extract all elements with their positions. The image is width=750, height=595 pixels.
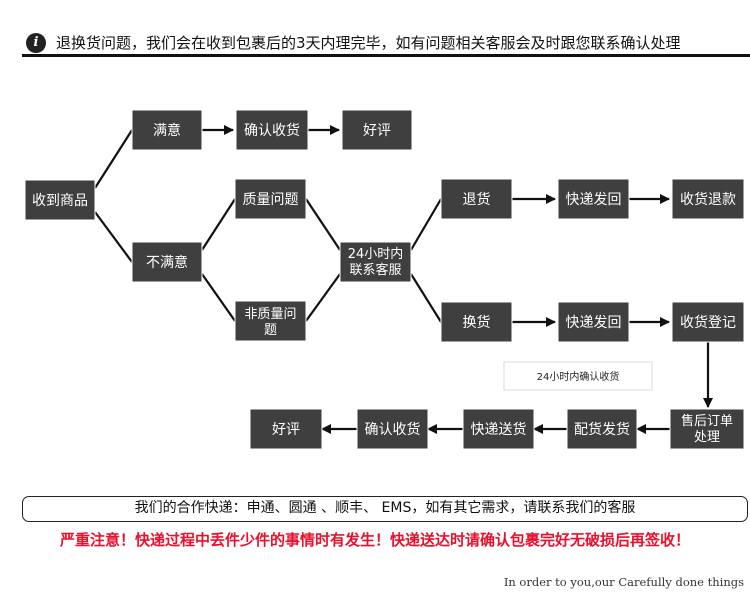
warning-text: 严重注意！快递过程中丢件少件的事情时有发生！快递送达时请确认包裹完好无破损后再签… [59, 531, 690, 549]
node-after-sale-processing: 售后订单 处理 [669, 408, 745, 450]
node-satisfied-label: 满意 [153, 122, 181, 139]
edge-receive-not-satisfied [94, 211, 133, 263]
node-contact-cs-label-1: 24小时内 [348, 246, 404, 262]
node-good-review-bottom: 好评 [249, 408, 323, 450]
flow-connectors [94, 125, 713, 434]
node-after-sale-label-2: 处理 [694, 430, 720, 445]
node-receipt-registration-label: 收货登记 [680, 314, 736, 331]
node-refund-on-receipt: 收货退款 [671, 178, 745, 220]
edge-contact-return [410, 198, 442, 251]
edge-receive-satisfied [94, 129, 133, 189]
info-icon: i [26, 33, 46, 53]
node-confirm-receipt-bottom-label: 确认收货 [365, 421, 421, 438]
node-non-quality-issue: 非质量问 题 [234, 300, 307, 342]
node-not-satisfied: 不满意 [131, 241, 203, 283]
node-ship-back-exchange-label: 快递发回 [566, 315, 622, 331]
node-after-sale-label-1: 售后订单 [681, 413, 733, 429]
node-courier-delivery: 快递送货 [462, 408, 535, 450]
slogan-text: In order to you,our Carefully done thing… [503, 575, 744, 589]
node-exchange: 换货 [440, 301, 513, 343]
edge-quality-contact [305, 198, 341, 251]
node-confirm-receipt-top-label: 确认收货 [244, 122, 300, 139]
node-confirm-receipt-top: 确认收货 [235, 109, 309, 151]
edge-not-satisfied-nonquality [201, 273, 236, 322]
node-quality-issue: 质量问题 [234, 178, 307, 220]
node-receive-goods: 收到商品 [24, 179, 96, 221]
notice-text: 退换货问题，我们会在收到包裹后的3天内理完毕，如有问题相关客服会及时跟您联系确认… [56, 34, 681, 52]
node-return-label: 退货 [463, 191, 491, 208]
edge-contact-exchange [410, 273, 442, 323]
node-ship-back-return-label: 快递发回 [566, 192, 622, 208]
notice-banner: i 退换货问题，我们会在收到包裹后的3天内理完毕，如有问题相关客服会及时跟您联系… [22, 29, 750, 57]
node-ship-replacement: 配货发货 [566, 408, 638, 450]
courier-partners-bar: 我们的合作快递：申通、圆通 、顺丰、 EMS，如有其它需求，请联系我们的客服 [22, 496, 748, 522]
node-confirm-receipt-bottom: 确认收货 [356, 408, 429, 450]
node-good-review-top-label: 好评 [363, 123, 391, 139]
node-refund-on-receipt-label: 收货退款 [680, 191, 736, 208]
node-good-review-bottom-label: 好评 [272, 422, 300, 438]
node-contact-cs-label-2: 联系客服 [349, 262, 401, 278]
node-exchange-label: 换货 [463, 314, 491, 331]
tag-24h-confirm: 24小时内确认收货 [503, 361, 653, 391]
edge-nonquality-contact [305, 273, 341, 322]
node-ship-back-return: 快递发回 [557, 178, 630, 220]
node-not-satisfied-label: 不满意 [146, 254, 188, 271]
node-good-review-top: 好评 [341, 109, 413, 151]
node-ship-replacement-label: 配货发货 [574, 421, 630, 438]
node-receive-goods-label: 收到商品 [32, 193, 88, 209]
node-receipt-registration: 收货登记 [671, 301, 745, 343]
node-non-quality-issue-label-2: 题 [264, 323, 277, 338]
node-satisfied: 满意 [131, 109, 203, 151]
tag-24h-confirm-label: 24小时内确认收货 [537, 370, 620, 383]
node-return: 退货 [440, 178, 513, 220]
edge-not-satisfied-quality [201, 198, 236, 251]
node-courier-delivery-label: 快递送货 [471, 421, 527, 438]
node-non-quality-issue-label-1: 非质量问 [244, 307, 296, 322]
node-ship-back-exchange: 快递发回 [557, 301, 630, 343]
node-quality-issue-label: 质量问题 [243, 192, 299, 208]
node-contact-cs: 24小时内 联系客服 [339, 241, 412, 283]
